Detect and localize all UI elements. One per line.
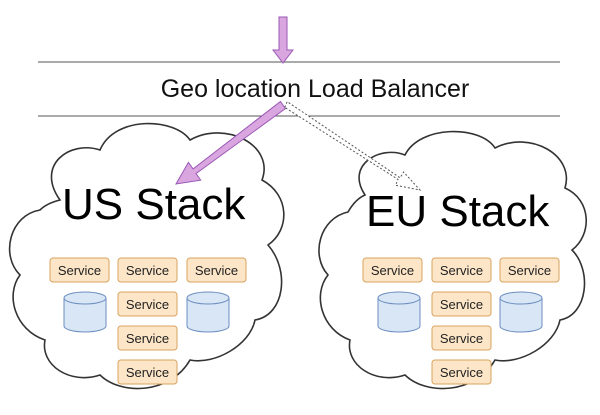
eu-service-box-1 bbox=[362, 257, 423, 283]
eu-service-label-2: Service bbox=[440, 263, 483, 278]
eu-service-box-5 bbox=[431, 325, 492, 351]
eu-service-label-1: Service bbox=[371, 263, 414, 278]
us-database-2 bbox=[186, 291, 230, 333]
eu-stack-title: EU Stack bbox=[366, 187, 550, 236]
us-service-box-2 bbox=[117, 257, 178, 283]
us-service-box-6 bbox=[117, 359, 178, 385]
eu-service-label-4: Service bbox=[440, 297, 483, 312]
us-service-box-5 bbox=[117, 325, 178, 351]
eu-database-2 bbox=[499, 291, 543, 333]
eu-database-1 bbox=[377, 291, 421, 333]
eu-services: Service Service Service Service Service … bbox=[362, 257, 560, 385]
us-service-label-2: Service bbox=[126, 263, 169, 278]
eu-routing-arrow bbox=[284, 100, 422, 191]
us-service-label-3: Service bbox=[195, 263, 238, 278]
eu-service-box-6 bbox=[431, 359, 492, 385]
load-balancer-label: Geo location Load Balancer bbox=[161, 75, 470, 103]
eu-service-label-3: Service bbox=[508, 263, 551, 278]
us-stack-title: US Stack bbox=[62, 180, 246, 229]
eu-service-box-4 bbox=[431, 291, 492, 317]
eu-service-label-5: Service bbox=[440, 331, 483, 346]
us-service-label-4: Service bbox=[126, 297, 169, 312]
us-service-box-3 bbox=[186, 257, 247, 283]
eu-service-box-3 bbox=[499, 257, 560, 283]
eu-service-label-6: Service bbox=[440, 365, 483, 380]
us-service-box-1 bbox=[49, 257, 110, 283]
us-database-1 bbox=[63, 291, 107, 333]
us-routing-arrow bbox=[175, 100, 287, 185]
us-services: Service Service Service Service Service … bbox=[49, 257, 247, 385]
eu-service-box-2 bbox=[431, 257, 492, 283]
us-service-label-5: Service bbox=[126, 331, 169, 346]
us-service-label-1: Service bbox=[58, 263, 101, 278]
incoming-traffic-arrow bbox=[271, 16, 295, 64]
us-service-box-4 bbox=[117, 291, 178, 317]
us-service-label-6: Service bbox=[126, 365, 169, 380]
